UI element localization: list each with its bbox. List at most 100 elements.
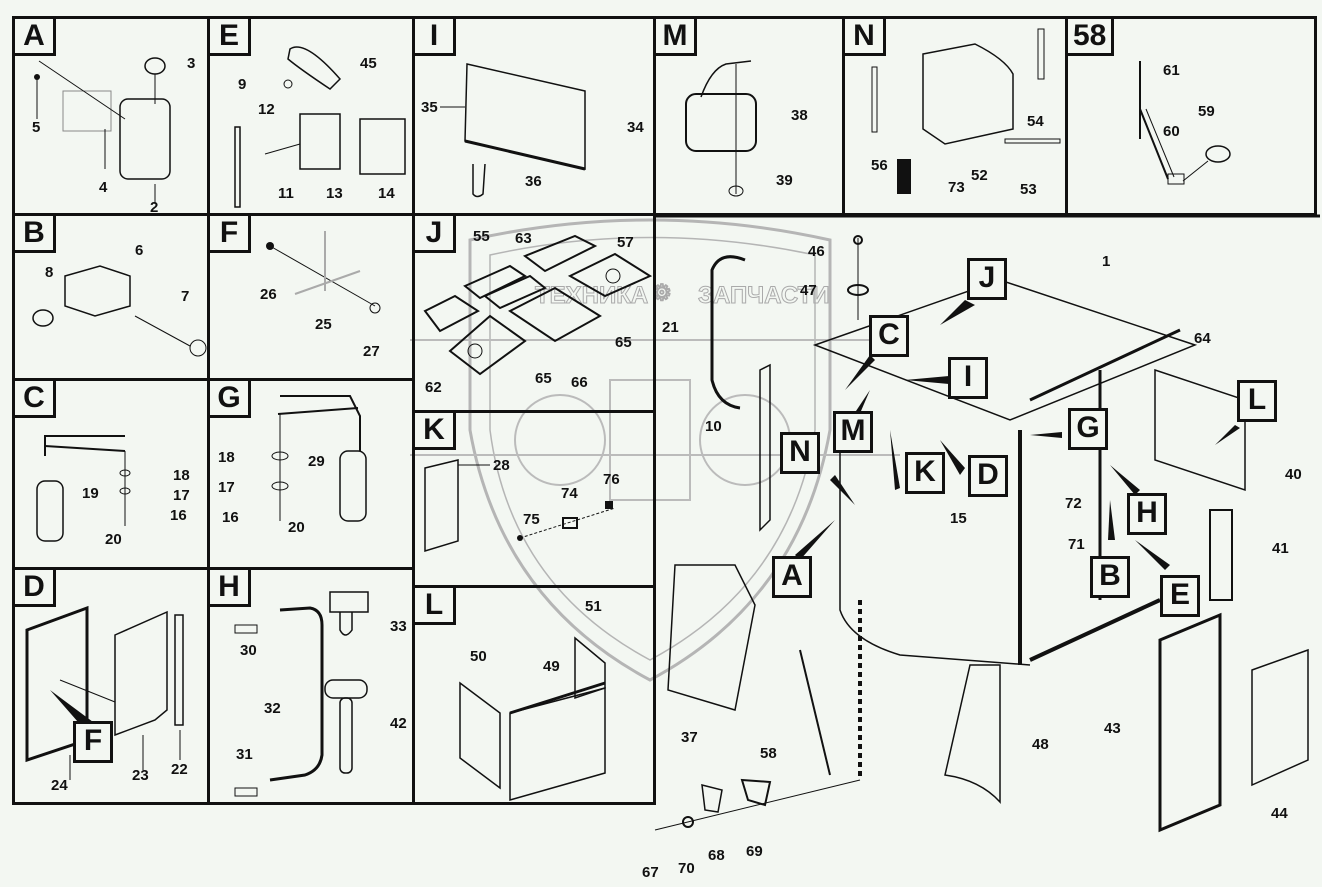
part-number: 65 bbox=[615, 334, 632, 351]
part-number: 31 bbox=[236, 746, 253, 763]
side-panel-drawing bbox=[424, 459, 616, 553]
panel-label: H bbox=[210, 570, 251, 607]
part-number: 26 bbox=[260, 286, 277, 303]
part-number: 63 bbox=[515, 230, 532, 247]
callout-e[interactable]: E bbox=[1160, 575, 1200, 617]
gear-icon: ⚙ bbox=[652, 280, 673, 306]
part-number: 35 bbox=[421, 99, 438, 116]
part-number: 3 bbox=[187, 55, 196, 72]
panel-label: E bbox=[210, 19, 251, 56]
callout-k[interactable]: K bbox=[905, 452, 945, 494]
part-number: 41 bbox=[1272, 540, 1289, 557]
part-number: 8 bbox=[45, 264, 54, 281]
part-number: 9 bbox=[238, 76, 247, 93]
panel-label: B bbox=[15, 216, 56, 253]
part-number: 19 bbox=[82, 485, 99, 502]
part-number: 12 bbox=[258, 101, 275, 118]
part-number: 50 bbox=[470, 648, 487, 665]
part-number: 58 bbox=[760, 745, 777, 762]
part-number: 42 bbox=[390, 715, 407, 732]
part-number: 15 bbox=[950, 510, 967, 527]
roof-insulation-drawing bbox=[423, 234, 653, 376]
mirror-drawing bbox=[685, 60, 757, 197]
panel-label: M bbox=[656, 19, 697, 56]
callout-d[interactable]: D bbox=[968, 455, 1008, 497]
part-number: 64 bbox=[1194, 330, 1211, 347]
grab-handle-drawing bbox=[234, 591, 369, 797]
part-number: 68 bbox=[708, 847, 725, 864]
part-number: 70 bbox=[678, 860, 695, 877]
part-number: 7 bbox=[181, 288, 190, 305]
door-panel-drawing bbox=[871, 28, 1061, 194]
panel-58: 58 61 60 59 bbox=[1065, 16, 1317, 216]
panel-label: F bbox=[210, 216, 251, 253]
part-number: 43 bbox=[1104, 720, 1121, 737]
part-number: 36 bbox=[525, 173, 542, 190]
part-number: 40 bbox=[1285, 466, 1302, 483]
mirror-arm-drawing bbox=[271, 395, 367, 522]
part-number: 59 bbox=[1198, 103, 1215, 120]
callout-i[interactable]: I bbox=[948, 357, 988, 399]
part-number: 53 bbox=[1020, 181, 1037, 198]
panel-label: D bbox=[15, 570, 56, 607]
washer-reservoir-drawing bbox=[34, 57, 171, 204]
part-number: 17 bbox=[218, 479, 235, 496]
part-number: 17 bbox=[173, 487, 190, 504]
callout-j[interactable]: J bbox=[967, 258, 1007, 300]
wiper-drawing bbox=[1139, 61, 1231, 185]
part-number: 30 bbox=[240, 642, 257, 659]
rear-panels-drawing bbox=[459, 636, 606, 801]
panel-label: I bbox=[415, 19, 456, 56]
watermark-text-right: ЗАПЧАСТИ bbox=[698, 282, 831, 310]
part-number: 4 bbox=[99, 179, 108, 196]
part-number: 5 bbox=[32, 119, 41, 136]
part-number: 60 bbox=[1163, 123, 1180, 140]
panel-label: N bbox=[845, 19, 886, 56]
part-number: 72 bbox=[1065, 495, 1082, 512]
part-number: 74 bbox=[561, 485, 578, 502]
part-number: 67 bbox=[642, 864, 659, 881]
callout-b[interactable]: B bbox=[1090, 556, 1130, 598]
callout-a[interactable]: A bbox=[772, 556, 812, 598]
part-number: 32 bbox=[264, 700, 281, 717]
part-number: 51 bbox=[585, 598, 602, 615]
mirror-arm-drawing bbox=[36, 435, 131, 542]
part-number: 20 bbox=[105, 531, 122, 548]
latch-parts-drawing bbox=[234, 46, 406, 208]
panel-label: J bbox=[415, 216, 456, 253]
part-number: 29 bbox=[308, 453, 325, 470]
callout-n[interactable]: N bbox=[780, 432, 820, 474]
part-number: 27 bbox=[363, 343, 380, 360]
part-number: 47 bbox=[800, 282, 817, 299]
part-number: 22 bbox=[171, 761, 188, 778]
part-number: 20 bbox=[288, 519, 305, 536]
sun-visor-drawing bbox=[440, 63, 586, 198]
panel-label: G bbox=[210, 381, 251, 418]
part-number: 55 bbox=[473, 228, 490, 245]
part-number: 13 bbox=[326, 185, 343, 202]
part-number: 6 bbox=[135, 242, 144, 259]
part-number: 61 bbox=[1163, 62, 1180, 79]
part-number: 44 bbox=[1271, 805, 1288, 822]
callout-f: F bbox=[73, 721, 113, 763]
part-number: 25 bbox=[315, 316, 332, 333]
panel-label: A bbox=[15, 19, 56, 56]
callout-c[interactable]: C bbox=[869, 315, 909, 357]
callout-h[interactable]: H bbox=[1127, 493, 1167, 535]
part-number: 56 bbox=[871, 157, 888, 174]
panel-d: D F 24 23 22 bbox=[12, 567, 210, 805]
part-number: 23 bbox=[132, 767, 149, 784]
part-number: 18 bbox=[173, 467, 190, 484]
callout-m[interactable]: M bbox=[833, 411, 873, 453]
part-number: 71 bbox=[1068, 536, 1085, 553]
part-number: 11 bbox=[278, 185, 294, 202]
part-number: 57 bbox=[617, 234, 634, 251]
part-number: 69 bbox=[746, 843, 763, 860]
callout-l[interactable]: L bbox=[1237, 380, 1277, 422]
part-number: 46 bbox=[808, 243, 825, 260]
part-number: 10 bbox=[705, 418, 722, 435]
part-number: 65 bbox=[535, 370, 552, 387]
callout-g[interactable]: G bbox=[1068, 408, 1108, 450]
